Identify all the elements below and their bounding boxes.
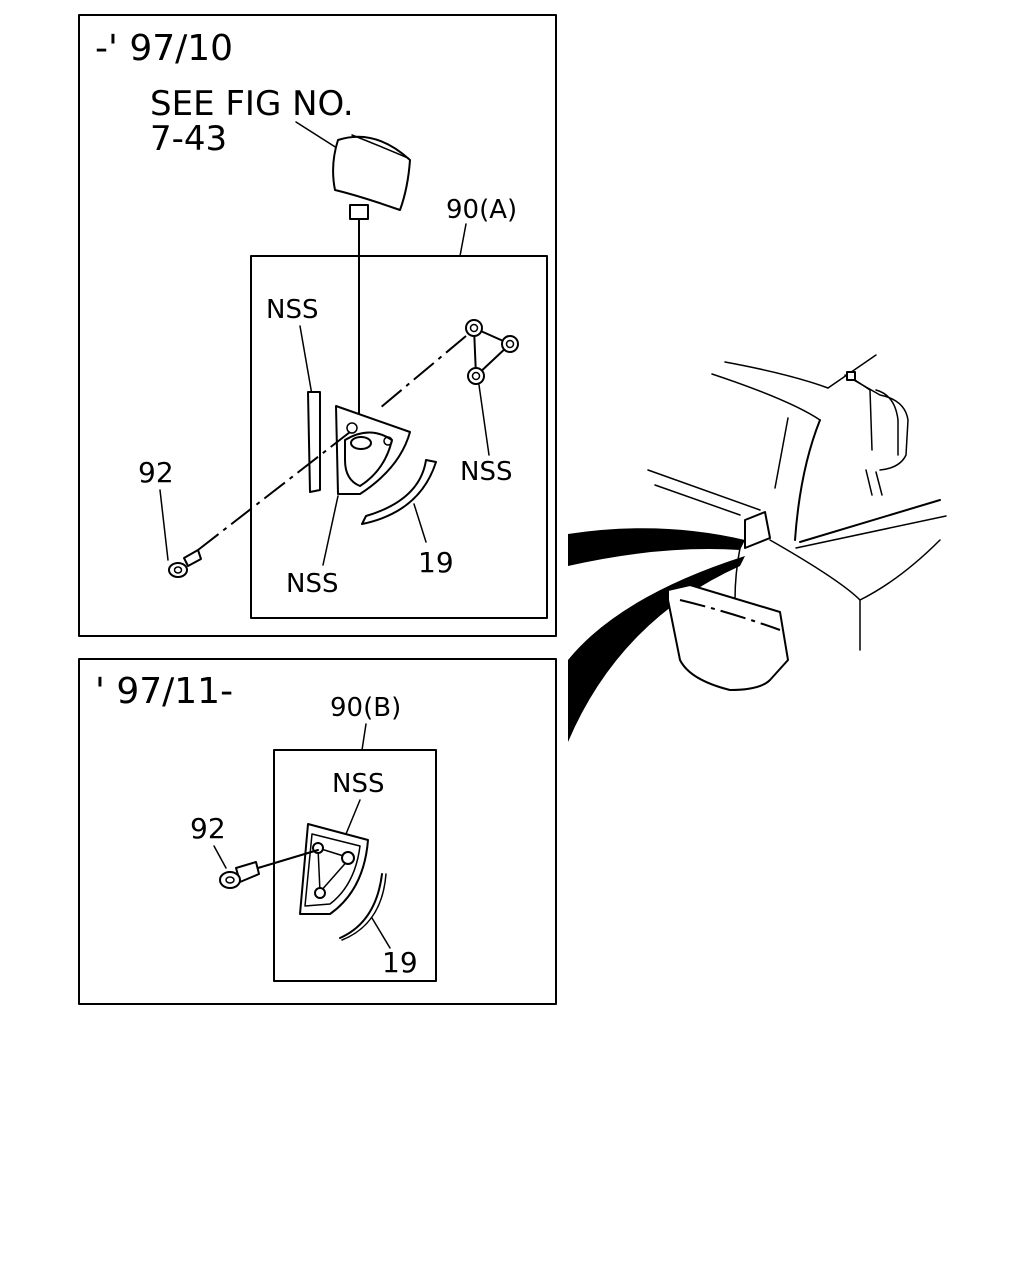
bolt-b-axis-line <box>257 849 319 869</box>
weather-seal-b <box>339 873 383 939</box>
bolt-a-axis-line <box>197 431 351 551</box>
pointer-wedge-upper <box>568 528 745 566</box>
assembly-b-leader <box>361 723 367 751</box>
nss-bottom-leader <box>322 495 339 566</box>
panel-b-date-range: ' 97/11- <box>95 671 233 712</box>
panel-early-model: -' 97/10 SEE FIG NO. 7-43 90(A) NSS NSS <box>78 14 557 637</box>
bolt-a-leader <box>159 489 169 561</box>
panel-a-frame <box>78 14 557 637</box>
callout-seal-a: 19 <box>418 546 454 579</box>
triangle-bracket <box>465 319 519 385</box>
assembly-a-box <box>250 255 548 619</box>
callout-bolt-a: 92 <box>138 456 174 489</box>
callout-seal-b: 19 <box>382 946 418 979</box>
mount-plate-b <box>299 823 369 915</box>
seal-b-leader <box>371 917 391 949</box>
callout-nss-top: NSS <box>266 295 318 325</box>
see-fig-reference: SEE FIG NO. <box>150 84 354 124</box>
callout-bolt-b: 92 <box>190 812 226 845</box>
bolt-b <box>219 861 260 889</box>
assembly-label-b: 90(B) <box>330 693 401 723</box>
nss-b-leader <box>345 799 361 835</box>
see-fig-leader <box>295 121 341 151</box>
reference-knob <box>332 134 411 220</box>
assembly-b-box <box>273 749 437 982</box>
bolt-a <box>168 549 202 578</box>
assembly-a-leader <box>459 223 467 257</box>
see-fig-number: 7-43 <box>150 119 227 159</box>
nss-top-leader <box>299 325 313 396</box>
panel-late-model: ' 97/11- 90(B) NSS 19 92 <box>78 658 557 1005</box>
panel-b-frame <box>78 658 557 1005</box>
callout-nss-right: NSS <box>460 457 512 487</box>
callout-nss-b: NSS <box>332 769 384 799</box>
pointer-wedge-lower <box>568 556 745 742</box>
vehicle-rear-view <box>568 354 947 742</box>
mount-plate <box>335 405 411 495</box>
assembly-label-a: 90(A) <box>446 195 517 225</box>
bracket-axis-line <box>379 335 467 409</box>
bolt-b-leader <box>213 845 227 869</box>
seal-leader <box>413 503 427 543</box>
callout-nss-bottom: NSS <box>286 569 338 599</box>
nss-right-leader <box>478 384 490 456</box>
trim-strip <box>307 391 321 493</box>
weather-seal <box>361 459 437 525</box>
panel-a-date-range: -' 97/10 <box>95 28 233 69</box>
